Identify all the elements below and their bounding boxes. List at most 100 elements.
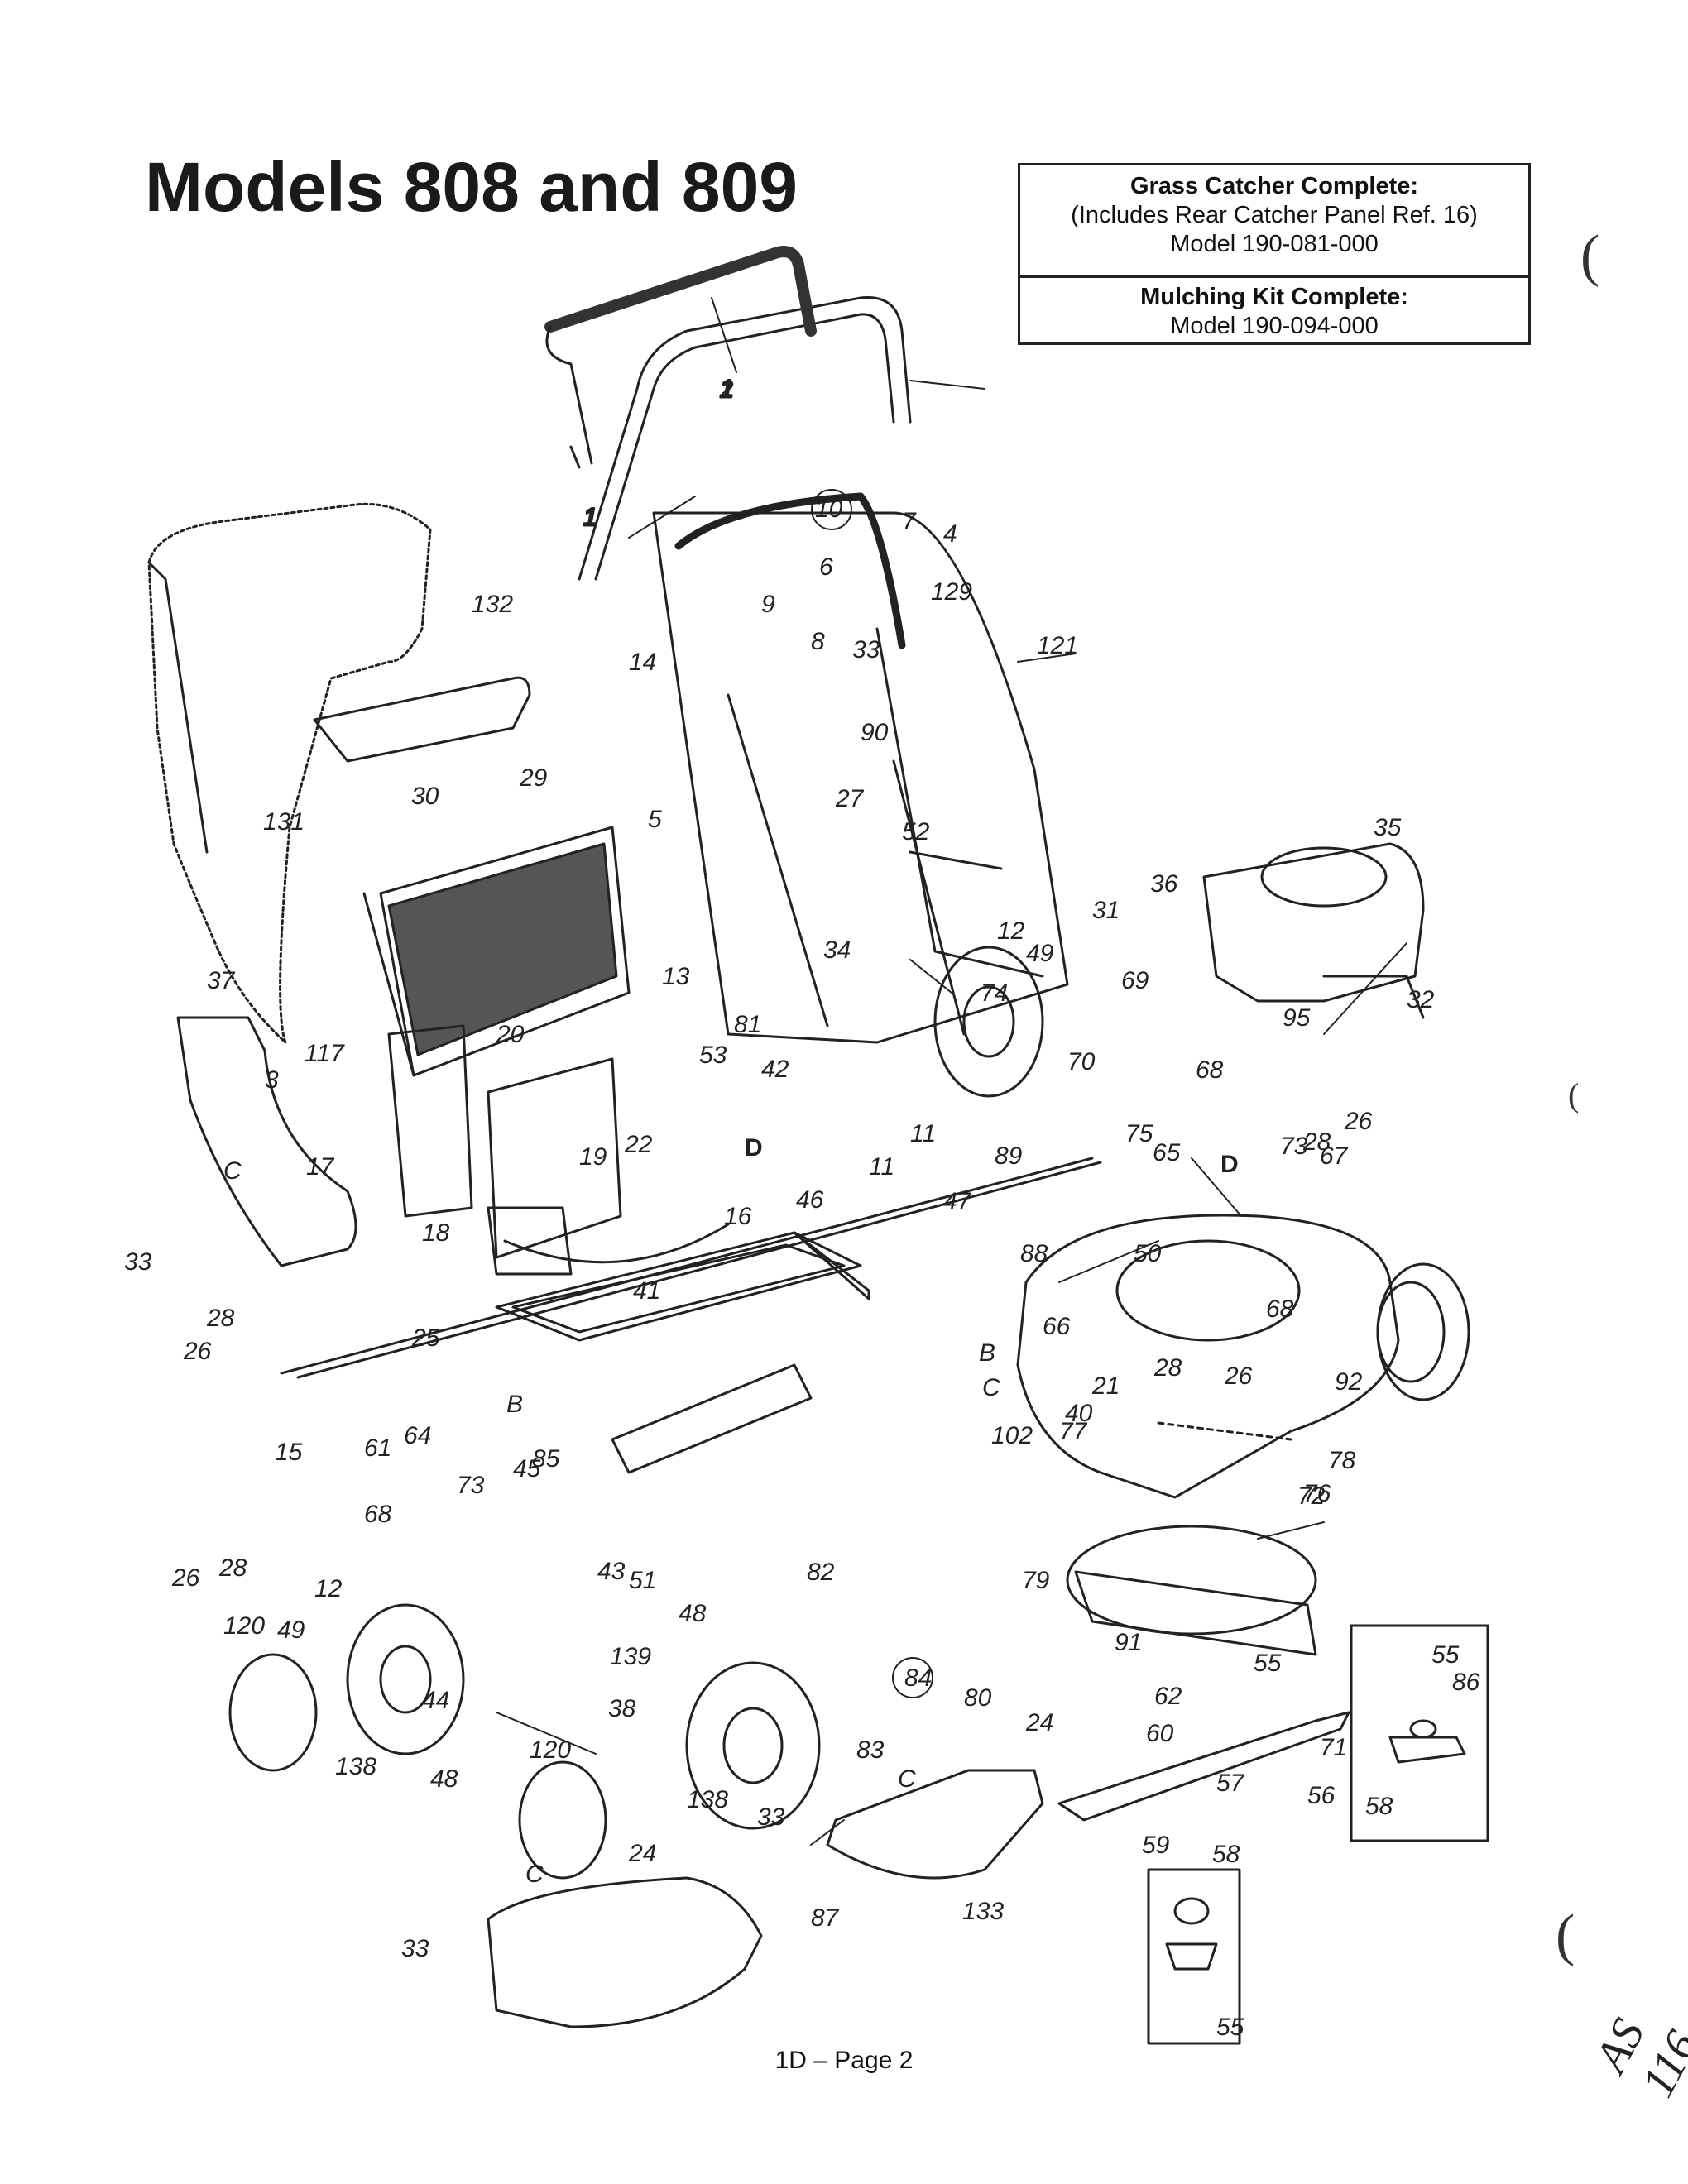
callout-label: D xyxy=(1220,1151,1239,1178)
callout-label: 95 xyxy=(1283,1004,1311,1032)
callout-label: 138 xyxy=(335,1753,376,1780)
rear-cover-42 xyxy=(495,1231,870,1474)
callout-label: 8 xyxy=(811,628,825,655)
callout-label: 90 xyxy=(861,719,889,746)
callout-label: 5 xyxy=(648,806,662,833)
callout-label: 76 xyxy=(1303,1480,1331,1507)
callout-label: 49 xyxy=(1026,940,1054,967)
callout-2: 1 xyxy=(720,376,734,403)
callout-label: 138 xyxy=(687,1786,728,1813)
callouts: 1 1 xyxy=(583,375,736,533)
callout-label: 83 xyxy=(856,1736,885,1764)
callout-1: 1 xyxy=(583,504,597,531)
callout-label: 66 xyxy=(1043,1313,1071,1340)
callout-label: 22 xyxy=(624,1131,653,1158)
callout-label: 86 xyxy=(1452,1669,1480,1696)
callout-label: 68 xyxy=(1266,1296,1294,1323)
callout-label: 59 xyxy=(1142,1832,1170,1859)
callout-label: 58 xyxy=(1212,1841,1240,1868)
catcher-note: (Includes Rear Catcher Panel Ref. 16) xyxy=(1071,202,1478,228)
callout-label: 67 xyxy=(1320,1142,1349,1170)
callout-label: 55 xyxy=(1216,2014,1244,2041)
grass-catcher-section: Grass Catcher Complete: (Includes Rear C… xyxy=(1020,165,1528,278)
callout-label: 50 xyxy=(1134,1240,1162,1267)
callout-label: 91 xyxy=(1115,1629,1142,1656)
callout-label: 24 xyxy=(1025,1709,1053,1736)
callout-label: 102 xyxy=(991,1422,1033,1449)
callout-label: 139 xyxy=(610,1643,651,1670)
callout-label: 26 xyxy=(183,1338,212,1365)
callout-label: 55 xyxy=(1254,1650,1282,1677)
rear-axle xyxy=(280,1157,1102,1379)
callout-label: 3 xyxy=(265,1066,279,1094)
callout-label: 14 xyxy=(629,649,656,676)
callout-label: 11 xyxy=(869,1153,894,1181)
callout-label: 121 xyxy=(1037,632,1078,659)
callout-label: 65 xyxy=(1153,1139,1181,1166)
callout-label: 7 xyxy=(902,508,917,535)
callout-label: 84 xyxy=(904,1664,932,1692)
callout-label: 73 xyxy=(1280,1133,1308,1160)
callout-label: 26 xyxy=(1344,1108,1373,1135)
callout-label: 132 xyxy=(472,591,513,618)
callout-label: 44 xyxy=(422,1687,449,1714)
callout-label: 43 xyxy=(597,1558,626,1585)
deck-wheel-front xyxy=(1376,1262,1470,1401)
callout-label: 6 xyxy=(819,553,833,581)
callout-label: 28 xyxy=(1153,1354,1182,1382)
callout-label: 58 xyxy=(1365,1793,1393,1820)
callout-label: 4 xyxy=(943,520,957,548)
blade xyxy=(1057,1525,1350,1822)
mulch-heading: Mulching Kit Complete: xyxy=(1140,284,1408,310)
callout-label: 10 xyxy=(815,496,843,523)
callout-label: 17 xyxy=(306,1153,335,1181)
callout-label: 41 xyxy=(633,1277,660,1305)
margin-paren-3: ( xyxy=(1556,1904,1575,1967)
callout-label: 92 xyxy=(1335,1368,1363,1396)
callout-label: 79 xyxy=(1022,1567,1050,1594)
callout-label: 81 xyxy=(734,1011,761,1038)
leader-lines xyxy=(496,297,1407,1846)
callout-label: 120 xyxy=(530,1736,571,1764)
callout-label: 85 xyxy=(532,1445,560,1473)
callout-label: 120 xyxy=(223,1612,265,1640)
callout-label: 131 xyxy=(263,808,305,836)
callout-label: 16 xyxy=(724,1203,752,1230)
callout-label: 33 xyxy=(124,1248,152,1276)
callout-label: 68 xyxy=(364,1501,392,1528)
callout-label: 56 xyxy=(1307,1782,1336,1809)
callout-label: 74 xyxy=(981,979,1008,1007)
callout-label: 1 xyxy=(583,504,597,531)
callout-label: 28 xyxy=(206,1305,235,1332)
callout-label: 2 xyxy=(719,376,734,403)
callout-label: 36 xyxy=(1150,870,1178,898)
callout-label: 52 xyxy=(902,818,930,845)
callout-label: 33 xyxy=(757,1803,785,1831)
callout-label: 26 xyxy=(1224,1363,1253,1390)
hubcap-right xyxy=(518,1760,607,1880)
callout-label: 75 xyxy=(1125,1120,1153,1147)
callout-label: 64 xyxy=(404,1422,431,1449)
mower-deck xyxy=(1016,1214,1400,1499)
callout-label: 53 xyxy=(699,1042,727,1069)
callout-label: 87 xyxy=(811,1904,840,1932)
callout-label: 24 xyxy=(628,1840,656,1867)
callout-label: 11 xyxy=(910,1120,936,1147)
rear-side-shield xyxy=(176,1016,473,1267)
callout-label: C xyxy=(223,1157,242,1185)
callout-label: 72 xyxy=(1297,1482,1326,1510)
callout-label: 28 xyxy=(218,1554,247,1582)
adapter-inset-top xyxy=(1350,1624,1489,1842)
callout-label: 32 xyxy=(1407,986,1435,1013)
callout-label: 28 xyxy=(1302,1128,1331,1156)
margin-paren-2: ( xyxy=(1568,1076,1580,1114)
catcher-heading: Grass Catcher Complete: xyxy=(1129,173,1419,199)
callout-label: 12 xyxy=(997,917,1025,945)
wheel-left xyxy=(346,1603,465,1755)
mulching-kit-section: Mulching Kit Complete: Model 190-094-000 xyxy=(1020,278,1528,341)
callout-label: 46 xyxy=(796,1186,824,1214)
callout-label: 26 xyxy=(171,1564,200,1592)
callout-label: 45 xyxy=(513,1455,541,1482)
